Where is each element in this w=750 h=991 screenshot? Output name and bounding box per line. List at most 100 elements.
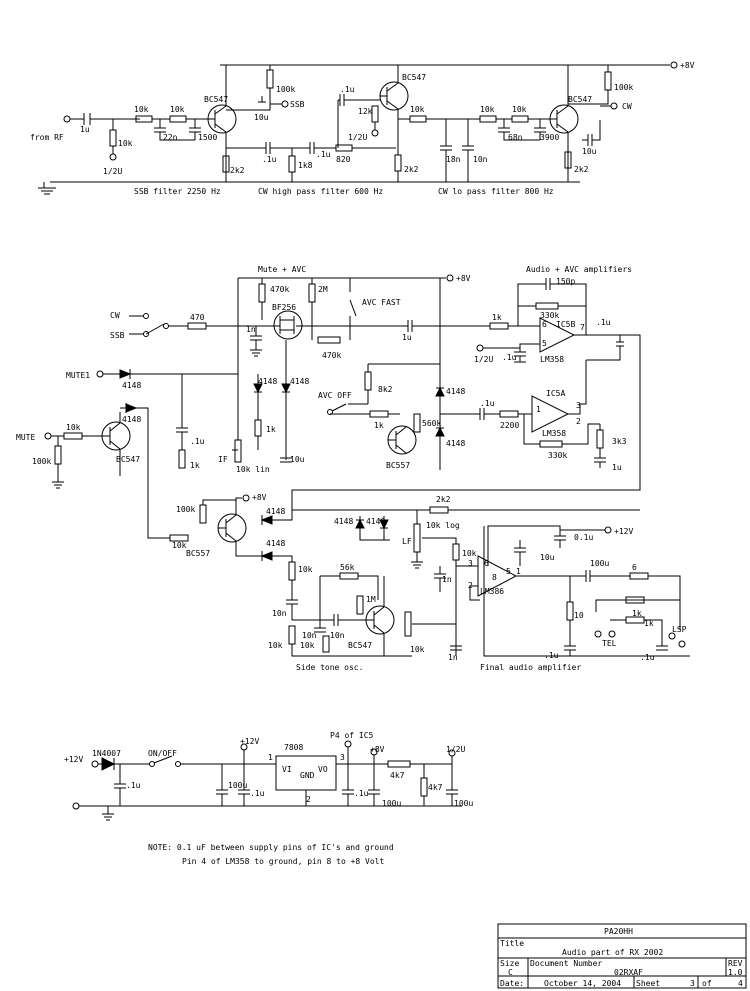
r-6: 6	[632, 563, 637, 572]
r-470: 470	[190, 313, 205, 322]
c-1n-b: 1n	[442, 575, 452, 584]
plus8v-mid-label: +8V	[456, 274, 471, 283]
r-2k2-c: 2k2	[574, 165, 589, 174]
r-2200: 2200	[500, 421, 519, 430]
q3-bc547: BC547	[568, 95, 592, 104]
r-12k: 12k	[358, 107, 373, 116]
c-1u-in: 1u	[80, 125, 90, 134]
r-1k-e: 1k	[632, 609, 642, 618]
tb-title-label: Title	[500, 939, 524, 948]
plus8v-pnp-label: +8V	[252, 493, 267, 502]
r-1k-d: 1k	[190, 461, 200, 470]
r-100k-b: 100k	[614, 83, 633, 92]
c-p1u-b: .1u	[316, 150, 331, 159]
r-10: 10	[574, 611, 584, 620]
lsp-label: LSP	[672, 625, 687, 634]
c-3900: 3900	[540, 133, 559, 142]
lm386-pin5: 5	[506, 567, 511, 576]
r-1k-c: 1k	[374, 421, 384, 430]
tb-sheet-label: Sheet	[636, 979, 660, 988]
ssb-input-label: SSB	[110, 331, 125, 340]
r-1k-f: 1k	[644, 619, 654, 628]
r-10k-pot-lf: 10k	[410, 645, 425, 654]
reg-7808: 7808	[284, 743, 303, 752]
reg-gnd: GND	[300, 771, 315, 780]
c-10u-c: 10u	[290, 455, 305, 464]
r-10k-l: 10k	[300, 641, 315, 650]
audio-avc-section: Mute + AVC +8V Audio + AVC amplifiers 47…	[16, 265, 641, 562]
tb-sheet: 3	[690, 979, 695, 988]
tb-date-label: Date:	[500, 979, 524, 988]
r-10k-c: 10k	[170, 105, 185, 114]
tb-date: October 14, 2004	[544, 979, 621, 988]
ic5b-pin7: 7	[580, 323, 585, 332]
tb-docnum-label: Document Number	[530, 959, 602, 968]
c-p1u-a: .1u	[262, 155, 277, 164]
c-10n-a: 10n	[473, 155, 488, 164]
lm358-b: LM358	[542, 429, 566, 438]
r-470k-b: 470k	[322, 351, 341, 360]
c-68n: 68n	[508, 133, 523, 142]
r-3k3: 3k3	[612, 437, 627, 446]
r-2m: 2M	[318, 285, 328, 294]
r-10k-k: 10k	[268, 641, 283, 650]
r-10k-f: 10k	[512, 105, 527, 114]
reg-pin2: 2	[306, 795, 311, 804]
q-bc557-a: BC557	[386, 461, 410, 470]
c-10n-d: 10n	[330, 631, 345, 640]
cw-input-label: CW	[110, 311, 120, 320]
plus12v-reg-label: +12V	[240, 737, 259, 746]
c-0p1u: 0.1u	[574, 533, 593, 542]
r-100k-a: 100k	[276, 85, 295, 94]
plus12v-in-label: +12V	[64, 755, 83, 764]
r-2k2-a: 2k2	[230, 166, 245, 175]
c-10u-a: 10u	[254, 113, 269, 122]
r-820: 820	[336, 155, 351, 164]
q2-bc547: BC547	[402, 73, 426, 82]
half-u-2: 1/2U	[348, 133, 367, 142]
d-4148-g: 4148	[266, 507, 285, 516]
r-1k8: 1k8	[298, 161, 313, 170]
c-p1u-l: .1u	[354, 789, 369, 798]
side-tone-label: Side tone osc.	[296, 663, 363, 672]
r-2k2-d: 2k2	[436, 495, 451, 504]
c-1n-a: 1n	[246, 325, 256, 334]
from-rf-label: from RF	[30, 133, 64, 142]
tb-rev-label: REV	[728, 959, 743, 968]
filter-section: +8V 1u from RF 10k 1/2U 10k 10k 22n 1500…	[30, 61, 695, 196]
r-330k-b: 330k	[548, 451, 567, 460]
ic5a-pin3: 3	[576, 401, 581, 410]
c-1u-b: 1u	[402, 333, 412, 342]
avc-fast-label: AVC FAST	[362, 298, 401, 307]
lm386-label: LM386	[480, 587, 504, 596]
reg-pin3: 3	[340, 753, 345, 762]
final-amp-label: Final audio amplifier	[480, 663, 581, 672]
r-10k-a: 10k	[118, 139, 133, 148]
p4-ic5-label: P4 of IC5	[330, 731, 374, 740]
tb-company: PA20HH	[604, 927, 633, 936]
r-100k-c: 100k	[32, 457, 51, 466]
c-10u-b: 10u	[582, 147, 597, 156]
c-1n-c: 1n	[448, 653, 458, 662]
tb-of: 4	[738, 979, 743, 988]
q-bc547-mute: BC547	[116, 455, 140, 464]
half-u-3: 1/2U	[474, 355, 493, 364]
r-4k7-b: 4k7	[428, 783, 443, 792]
avc-off-label: AVC OFF	[318, 391, 352, 400]
d-4148-h: 4148	[266, 539, 285, 548]
power-supply-section: +12V 1N4007 .1u ON/OFF 100u +12V .1u 780…	[64, 731, 473, 821]
plus8v-bot-label: +8V	[370, 745, 385, 754]
d-4148-c: 4148	[258, 377, 277, 386]
ic5b-label: IC5B	[556, 320, 575, 329]
tb-size-label: Size	[500, 959, 519, 968]
tb-rev: 1.0	[728, 968, 743, 977]
plus12v-amp-label: +12V	[614, 527, 633, 536]
c-10n-c: 10n	[302, 631, 317, 640]
c-10u-d: 10u	[540, 553, 555, 562]
q-bf256: BF256	[272, 303, 296, 312]
d-1n4007: 1N4007	[92, 749, 121, 758]
c-p1u-d: .1u	[502, 353, 517, 362]
reg-pin1: 1	[268, 753, 273, 762]
on-off-label: ON/OFF	[148, 749, 177, 758]
ic5a-pin2: 2	[576, 417, 581, 426]
